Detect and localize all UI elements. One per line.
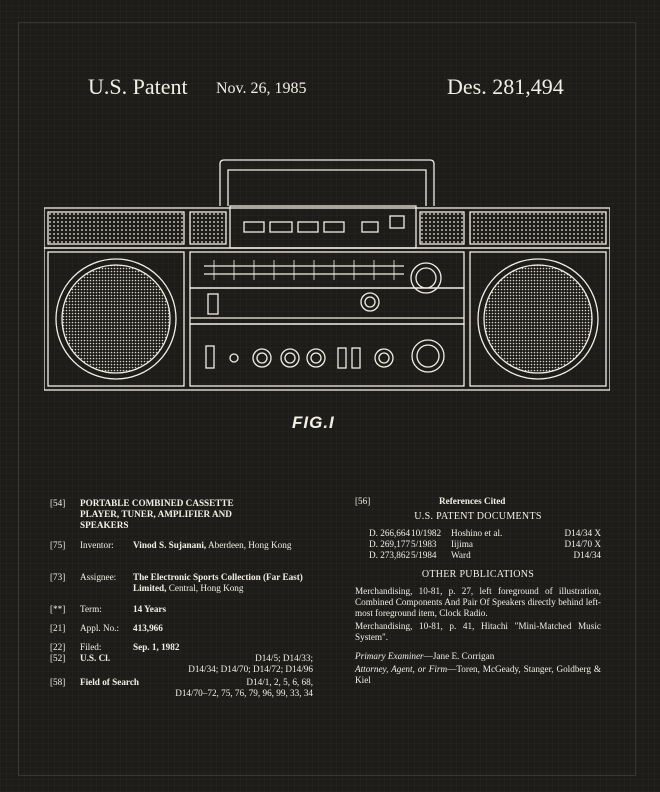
references-cited: [56] References Cited U.S. PATENT DOCUME…: [355, 496, 601, 688]
reference-name: Hoshino et al.: [451, 528, 503, 538]
primary-examiner: Primary Examiner—Jane E. Corrigan: [355, 651, 601, 662]
assignee-label: Assignee:: [80, 572, 117, 582]
field-search-code: [58]: [50, 677, 66, 687]
assignee-code: [73]: [50, 572, 66, 582]
inventor-label: Inventor:: [80, 540, 114, 550]
left-speaker: [55, 258, 177, 380]
field-search-label: Field of Search: [80, 677, 140, 687]
bibliographic-data: [54] PORTABLE COMBINED CASSETTE PLAYER, …: [50, 498, 313, 707]
reference-number: D. 266,664: [369, 528, 411, 538]
publication-2: Merchandising, 10-81, p. 41, Hitachi "Mi…: [355, 621, 601, 642]
right-speaker-box: [469, 251, 607, 387]
reference-class: D14/34: [573, 550, 601, 560]
term-code: [**]: [50, 604, 66, 614]
filed-label: Filed:: [80, 642, 102, 652]
us-cl-line1: D14/5; D14/33;: [255, 653, 313, 663]
attorney: Attorney, Agent, or Firm—Toren, McGeady,…: [355, 664, 601, 686]
reference-date: 5/1984: [411, 550, 437, 560]
patent-title: PORTABLE COMBINED CASSETTE PLAYER, TUNER…: [80, 498, 234, 530]
examiner-label: Primary Examiner: [355, 651, 424, 661]
patent-date: Nov. 26, 1985: [216, 80, 307, 97]
figure-label: FIG.I: [292, 413, 335, 432]
patent-number: Des. 281,494: [447, 74, 564, 99]
attorney-label: Attorney, Agent, or Firm: [355, 664, 448, 674]
other-publications-heading: OTHER PUBLICATIONS: [421, 569, 535, 580]
references-code: [56]: [355, 496, 371, 506]
assignee-location: Central, Hong Kong: [166, 583, 244, 593]
reference-name: Ward: [451, 550, 471, 560]
term-value: 14 Years: [133, 604, 167, 614]
reference-name: Iijima: [451, 539, 473, 549]
tuning-knob: [410, 262, 442, 294]
field-search-line2: D14/70–72, 75, 76, 79, 96, 99, 33, 34: [175, 688, 313, 698]
boombox-drawing: [44, 159, 610, 391]
filed-code: [22]: [50, 642, 66, 652]
field-search-line1: D14/1, 2, 5, 6, 68,: [246, 677, 313, 687]
examiner-name: —Jane E. Corrigan: [423, 651, 495, 661]
appl-no-code: [21]: [50, 623, 66, 633]
assignee-value: The Electronic Sports Collection (Far Ea…: [133, 572, 313, 594]
us-cl-code: [52]: [50, 653, 66, 663]
right-speaker: [477, 258, 599, 380]
references-heading: References Cited: [439, 496, 506, 506]
assignee-name: The Electronic Sports Collection (Far Ea…: [133, 572, 303, 593]
inventor-location: Aberdeen, Hong Kong: [206, 540, 292, 550]
attorney-name: —Toren, McGeady, Stanger, Goldberg & Kie…: [355, 664, 601, 685]
left-top-grille: [47, 211, 185, 245]
left-speaker-box: [47, 251, 185, 387]
handle: [219, 159, 435, 206]
us-cl-label: U.S. Cl.: [80, 653, 111, 663]
reference-date: 10/1982: [411, 528, 442, 538]
publication-1: Merchandising, 10-81, p. 27, left foregr…: [355, 586, 601, 618]
reference-class: D14/70 X: [564, 539, 602, 549]
reference-date: 5/1983: [411, 539, 437, 549]
patent-label: U.S. Patent: [88, 74, 188, 99]
inventor-value: Vinod S. Sujanani, Aberdeen, Hong Kong: [133, 540, 313, 551]
volume-knob: [411, 339, 445, 373]
filed-value: Sep. 1, 1982: [133, 642, 180, 652]
appl-no-label: Appl. No.:: [80, 623, 120, 633]
inventor-code: [75]: [50, 540, 66, 550]
right-top-grille: [469, 211, 607, 245]
us-cl-line2: D14/34; D14/70; D14/72; D14/96: [188, 664, 313, 674]
sheet-border: [18, 22, 636, 776]
appl-no-value: 413,966: [133, 623, 163, 633]
reference-class: D14/34 X: [564, 528, 602, 538]
reference-number: D. 273,862: [369, 550, 411, 560]
inventor-name: Vinod S. Sujanani,: [133, 540, 207, 550]
term-label: Term:: [80, 604, 102, 614]
reference-number: D. 269,177: [369, 539, 411, 549]
title-code: [54]: [50, 498, 66, 508]
us-patent-docs-heading: U.S. PATENT DOCUMENTS: [414, 511, 542, 522]
